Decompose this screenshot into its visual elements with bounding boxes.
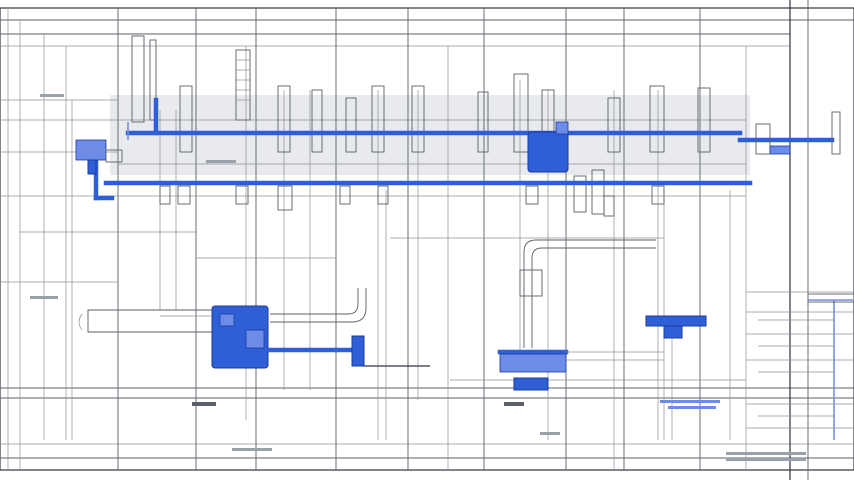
- receiver-tank: [497, 239, 664, 391]
- pump-assembly: [78, 288, 430, 369]
- annotation-marks: [30, 94, 806, 461]
- main-header-pipes: [93, 97, 753, 201]
- vertical-grid: [7, 8, 731, 470]
- right-schedule: [758, 293, 854, 440]
- header-vessel: [527, 131, 569, 173]
- branch-drops: [159, 169, 665, 217]
- control-valve: [645, 315, 707, 440]
- left-header-vessel: [75, 139, 123, 175]
- header-vessel-top: [555, 121, 569, 135]
- instrument-stacks: [131, 35, 711, 153]
- right-header-stub: [737, 111, 841, 155]
